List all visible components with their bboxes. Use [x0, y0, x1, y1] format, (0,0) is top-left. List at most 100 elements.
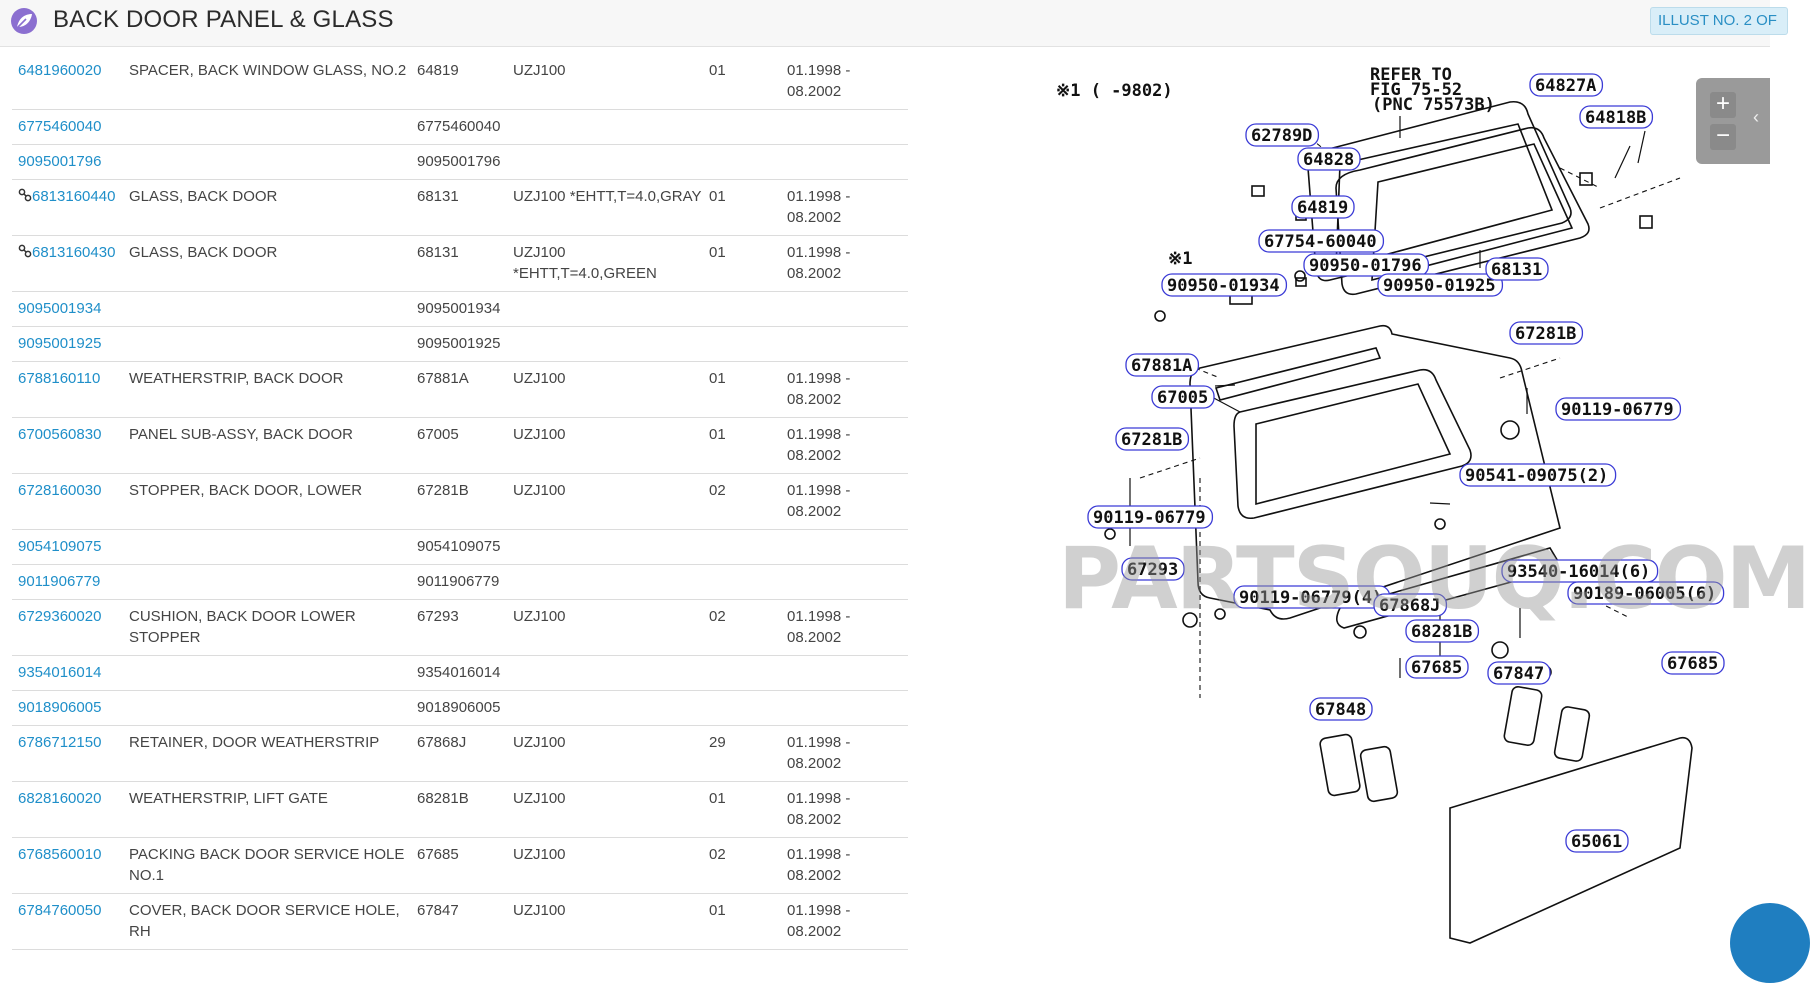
- svg-text:67685: 67685: [1667, 654, 1718, 674]
- callout-90950-01934[interactable]: 90950-01934: [1161, 273, 1288, 297]
- part-number-link[interactable]: 9354016014: [18, 662, 101, 683]
- s-mark: [1491, 641, 1509, 659]
- callout-67281b[interactable]: 67281B: [1115, 427, 1190, 451]
- part-number-link[interactable]: 6481960020: [18, 60, 101, 81]
- part-quantity: 02: [709, 482, 726, 499]
- svg-text:64819: 64819: [1297, 198, 1348, 218]
- callout-68281b[interactable]: 68281B: [1405, 619, 1480, 643]
- zoom-in-button[interactable]: +: [1710, 92, 1736, 118]
- callout-67868j[interactable]: 67868J: [1373, 593, 1448, 617]
- part-number-link[interactable]: 6788160110: [18, 368, 100, 389]
- callout-67685[interactable]: 67685: [1661, 651, 1725, 675]
- illustration-number-badge[interactable]: ILLUST NO. 2 OF: [1650, 7, 1788, 35]
- callout-67848[interactable]: 67848: [1309, 697, 1373, 721]
- cushion-67293: [1182, 612, 1198, 628]
- leaf-logo-icon: [11, 8, 37, 34]
- callout-64828[interactable]: 64828: [1297, 147, 1361, 171]
- svg-text:90119-06779(4): 90119-06779(4): [1239, 588, 1382, 608]
- svg-text:90189-06005(6): 90189-06005(6): [1573, 584, 1716, 604]
- callout-90119-06779-4-[interactable]: 90119-06779(4): [1233, 585, 1391, 609]
- part-number-text: 6775460040: [18, 118, 102, 135]
- callout-67005[interactable]: 67005: [1151, 385, 1215, 409]
- svg-text:68281B: 68281B: [1411, 622, 1472, 642]
- part-number-text: 6729360020: [18, 608, 102, 625]
- service-hole-packing-left: [1359, 745, 1399, 803]
- part-pnc: 67881A: [417, 370, 469, 387]
- svg-text:67005: 67005: [1157, 388, 1208, 408]
- callout-67847[interactable]: 67847: [1487, 661, 1551, 685]
- clip-62789d: [1251, 185, 1265, 197]
- part-name: RETAINER, DOOR WEATHERSTRIP: [129, 734, 380, 751]
- callout-67754-60040[interactable]: 67754-60040: [1258, 229, 1385, 253]
- callout-67293[interactable]: 67293: [1121, 557, 1185, 581]
- callout-67685[interactable]: 67685: [1405, 655, 1469, 679]
- door-panel-outline: [1189, 324, 1561, 620]
- part-number-link[interactable]: 9054109075: [18, 536, 101, 557]
- callout-90119-06779[interactable]: 90119-06779: [1087, 505, 1214, 529]
- svg-text:65061: 65061: [1571, 832, 1622, 852]
- part-number-text: 9095001796: [18, 153, 102, 170]
- callout-65061[interactable]: 65061: [1565, 829, 1629, 853]
- part-number-text: 9054109075: [18, 538, 102, 555]
- part-number-link[interactable]: 6775460040: [18, 116, 101, 137]
- stopper-67281b-right: [1500, 420, 1520, 440]
- part-number-link[interactable]: 6813160430: [18, 242, 115, 263]
- part-number-link[interactable]: 6813160440: [18, 186, 115, 207]
- zoom-controls: + − ‹: [1696, 78, 1770, 164]
- part-number-link[interactable]: 6768560010: [18, 844, 101, 865]
- note-mark: ※1: [1168, 249, 1192, 269]
- zoom-out-button[interactable]: −: [1710, 124, 1736, 150]
- chain-link-icon: [18, 244, 32, 258]
- part-pnc: 67281B: [417, 482, 469, 499]
- svg-text:90541-09075(2): 90541-09075(2): [1465, 466, 1608, 486]
- callout-90950-01796[interactable]: 90950-01796: [1303, 253, 1430, 277]
- part-number-link[interactable]: 6700560830: [18, 424, 101, 445]
- part-number-text: 9095001925: [18, 335, 102, 352]
- part-pnc: 68131: [417, 188, 459, 205]
- part-number-link[interactable]: 9095001796: [18, 151, 101, 172]
- callout-90950-01925[interactable]: 90950-01925: [1377, 273, 1504, 297]
- part-date-range: 01.1998 - 08.2002: [787, 188, 851, 226]
- callout-64819[interactable]: 64819: [1291, 195, 1355, 219]
- part-number-link[interactable]: 9011906779: [18, 571, 100, 592]
- collapse-panel-button[interactable]: ‹: [1753, 107, 1759, 127]
- callout-90119-06779[interactable]: 90119-06779: [1555, 397, 1682, 421]
- back-glass: [1335, 126, 1590, 296]
- part-quantity: 01: [709, 426, 726, 443]
- part-date-range: 01.1998 - 08.2002: [787, 244, 851, 282]
- part-number-text: 6786712150: [18, 734, 102, 751]
- part-number-link[interactable]: 6786712150: [18, 732, 101, 753]
- callout-64827a[interactable]: 64827A: [1529, 73, 1604, 97]
- part-number-link[interactable]: 6828160020: [18, 788, 101, 809]
- callout-62789d[interactable]: 62789D: [1245, 123, 1320, 147]
- part-date-range: 01.1998 - 08.2002: [787, 62, 851, 100]
- part-model: UZJ100: [513, 608, 566, 625]
- part-pnc: 67005: [417, 426, 459, 443]
- svg-text:90950-01934: 90950-01934: [1167, 276, 1280, 296]
- part-number-link[interactable]: 9095001934: [18, 298, 101, 319]
- part-date-range: 01.1998 - 08.2002: [787, 790, 851, 828]
- part-number-text: 9011906779: [18, 573, 101, 590]
- part-number-link[interactable]: 6784760050: [18, 900, 101, 921]
- help-chat-button[interactable]: [1730, 903, 1810, 983]
- callout-68131[interactable]: 68131: [1485, 257, 1549, 281]
- svg-text:67685: 67685: [1411, 658, 1462, 678]
- callout-64818b[interactable]: 64818B: [1579, 105, 1654, 129]
- bolt-90950-01934: [1154, 310, 1166, 322]
- part-pnc: 9011906779: [417, 573, 500, 590]
- callout-67881a[interactable]: 67881A: [1125, 353, 1200, 377]
- svg-text:67293: 67293: [1127, 560, 1178, 580]
- part-name: GLASS, BACK DOOR: [129, 188, 278, 205]
- callout-90189-06005-6-[interactable]: 90189-06005(6): [1567, 581, 1725, 605]
- part-number-link[interactable]: 6729360020: [18, 606, 101, 627]
- part-number-link[interactable]: 6728160030: [18, 480, 101, 501]
- part-number-link[interactable]: 9018906005: [18, 697, 101, 718]
- callout-67281b[interactable]: 67281B: [1509, 321, 1584, 345]
- part-number-link[interactable]: 9095001925: [18, 333, 101, 354]
- callout-90541-09075-2-[interactable]: 90541-09075(2): [1459, 463, 1617, 487]
- callout-93540-16014-6-[interactable]: 93540-16014(6): [1501, 559, 1659, 583]
